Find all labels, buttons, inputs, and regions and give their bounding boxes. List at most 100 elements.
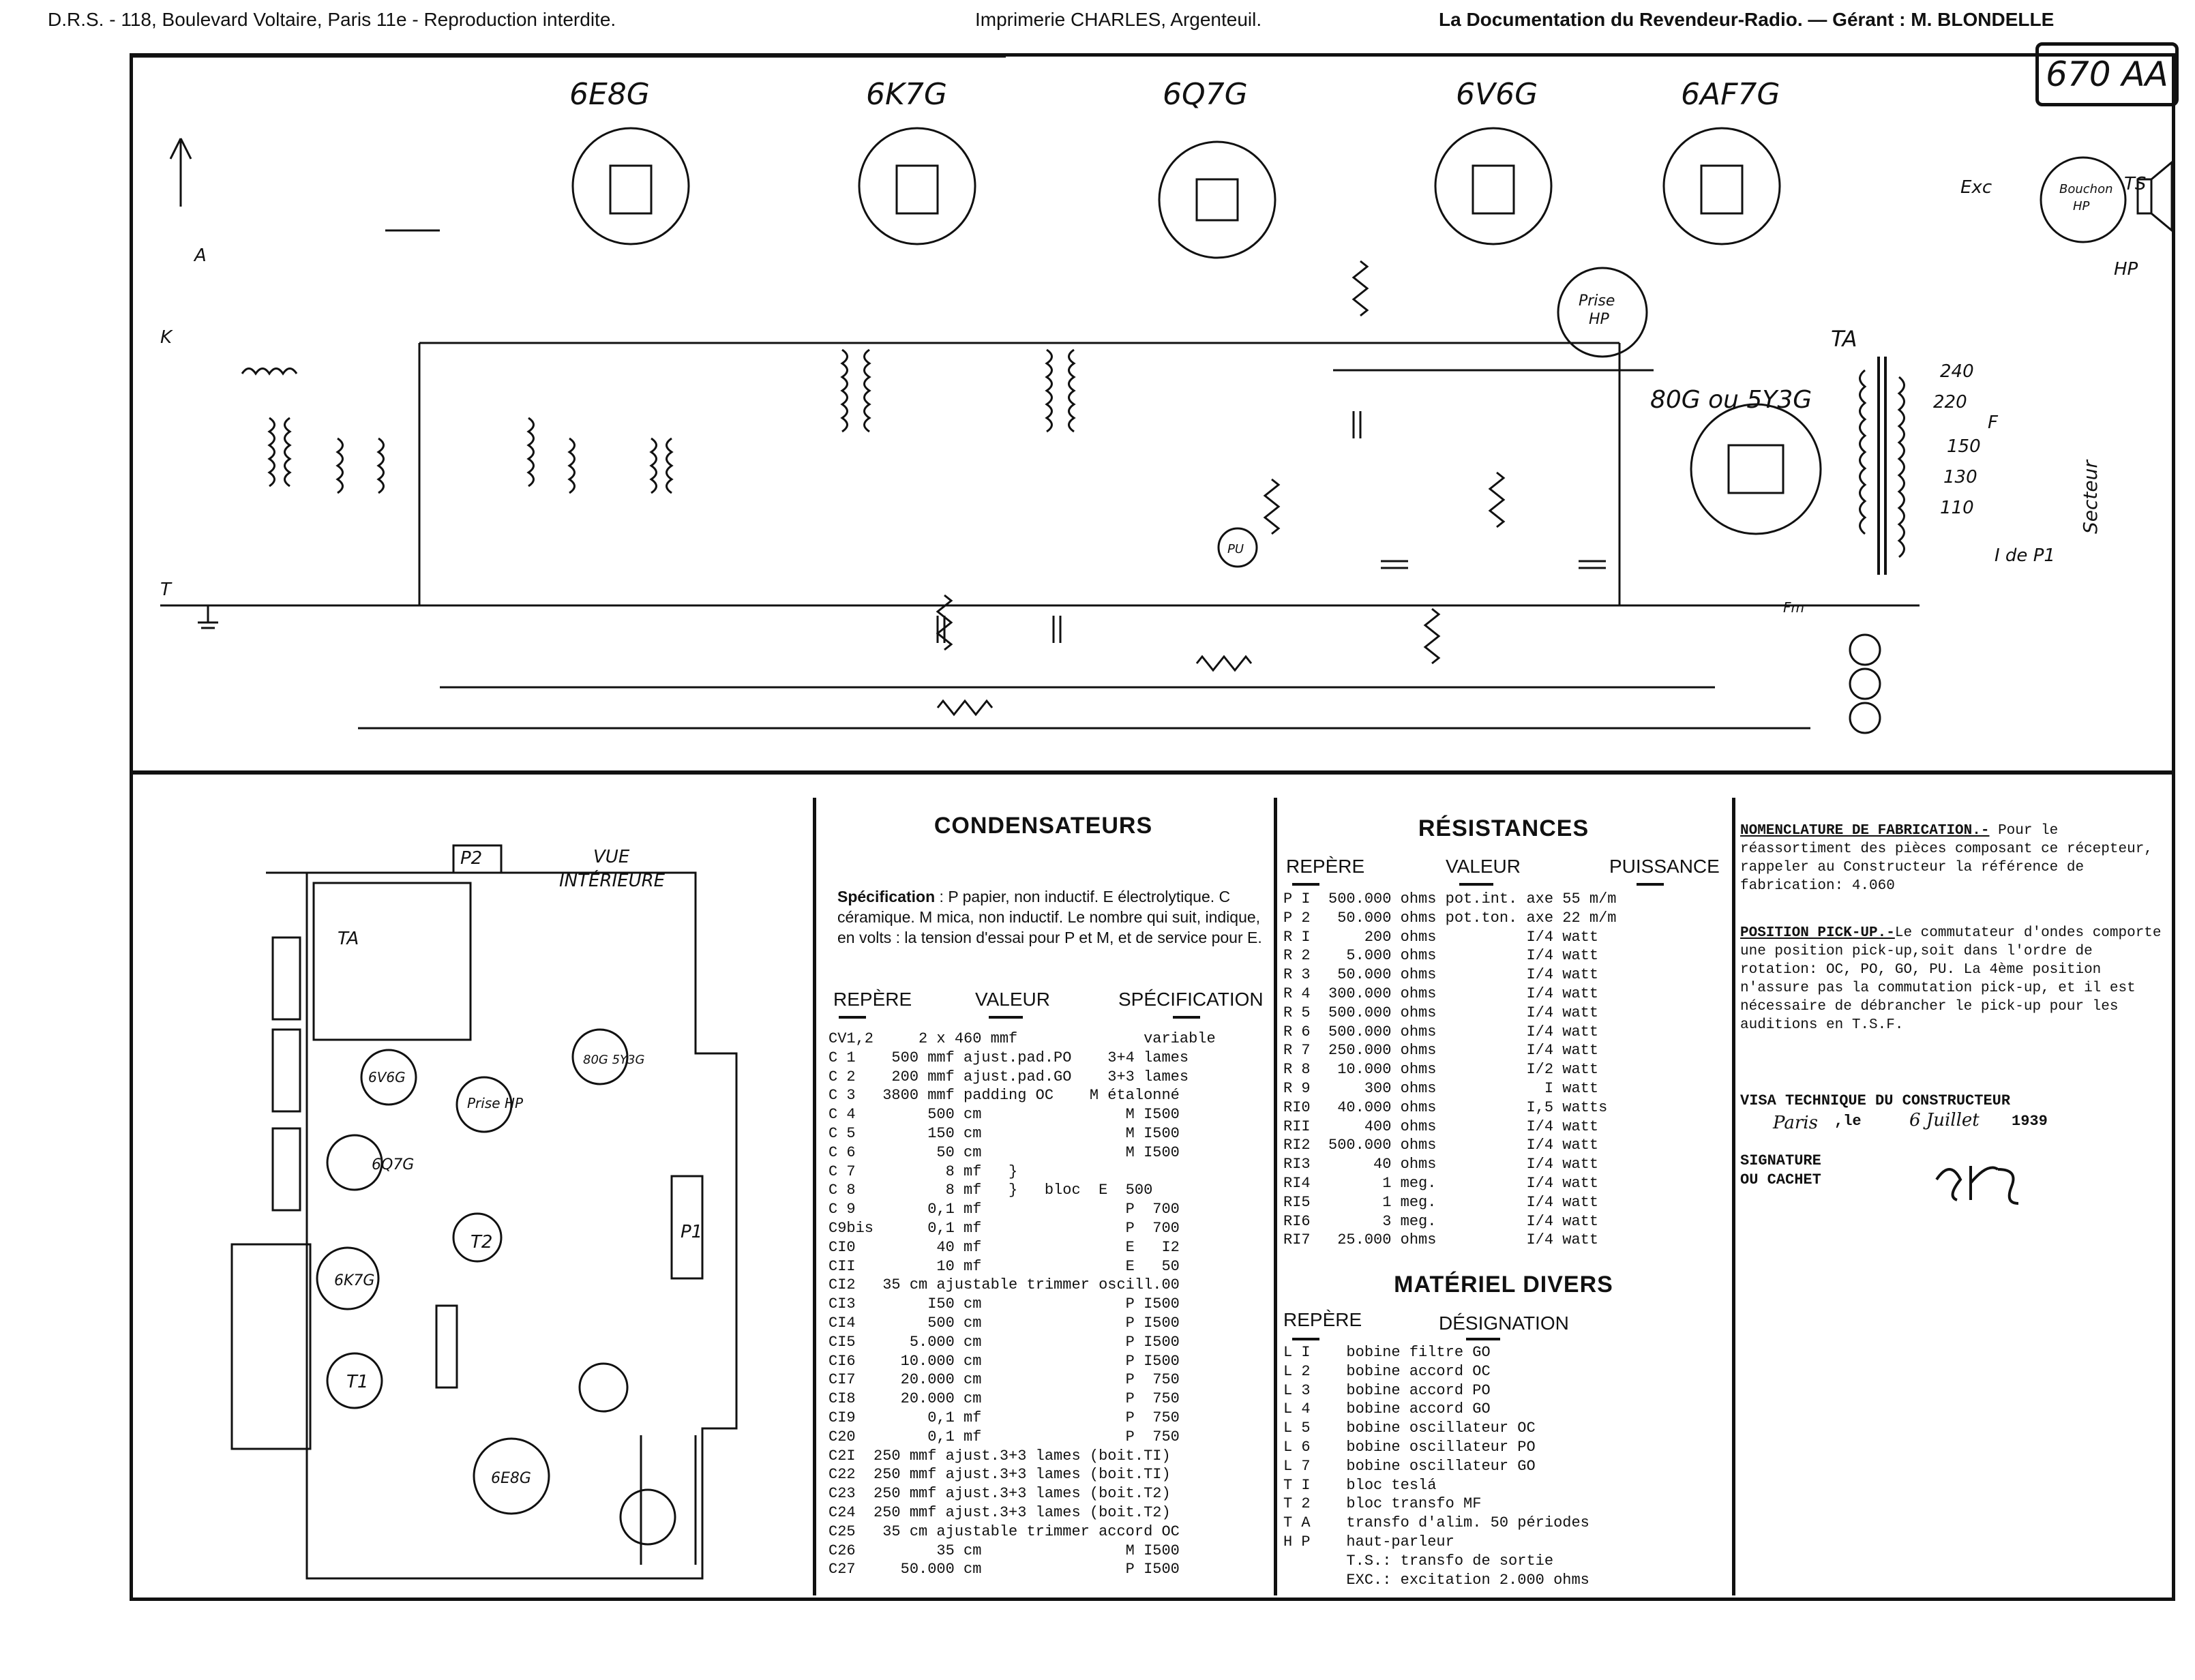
label-fm: Fm xyxy=(1783,599,1804,616)
label-130: 130 xyxy=(1943,467,1977,487)
materiel-row: H P haut-parleur xyxy=(1283,1533,1454,1550)
visa-place: Paris xyxy=(1773,1113,1818,1133)
materiel-row: L 3 bobine accord PO xyxy=(1283,1381,1491,1399)
page-frame xyxy=(130,53,2175,1601)
condensateur-row: C26 35 cm M I500 xyxy=(828,1542,1180,1559)
label-hp: HP xyxy=(2114,259,2138,280)
visa-technique: VISA TECHNIQUE DU CONSTRUCTEUR xyxy=(1740,1092,2011,1109)
materiel-row: T 2 bloc transfo MF xyxy=(1283,1495,1482,1513)
res-col-valeur: VALEUR xyxy=(1446,856,1521,877)
condensateur-row: CII 10 mf E 50 xyxy=(828,1257,1180,1275)
label-k: K xyxy=(160,327,173,348)
layout-label-p1: P1 xyxy=(681,1222,702,1242)
resistance-row: R 6 500.000 ohms I/4 watt xyxy=(1283,1023,1599,1040)
condensateur-row: CI3 I50 cm P I500 xyxy=(828,1295,1180,1313)
label-prise: Prise xyxy=(1579,292,1615,310)
cond-col-spec: SPÉCIFICATION xyxy=(1118,989,1264,1010)
resistance-row: RI3 40 ohms I/4 watt xyxy=(1283,1156,1599,1173)
label-exc: Exc xyxy=(1960,177,1992,198)
tube-6K7G-label: 6K7G xyxy=(866,77,947,112)
condensateur-row: C 6 50 cm M I500 xyxy=(828,1143,1180,1161)
materiel-row: L 5 bobine oscillateur OC xyxy=(1283,1420,1536,1437)
tube-6E8G-label: 6E8G xyxy=(569,77,650,112)
condensateur-row: C 7 8 mf } xyxy=(828,1162,1144,1180)
tick xyxy=(1459,883,1493,886)
header-publication: La Documentation du Revendeur-Radio. — G… xyxy=(1439,9,2055,30)
condensateur-row: C 5 150 cm M I500 xyxy=(828,1125,1180,1142)
materiel-row: L 6 bobine oscillateur PO xyxy=(1283,1439,1536,1456)
visa-year: 1939 xyxy=(2012,1113,2048,1130)
resistance-row: RI4 1 meg. I/4 watt xyxy=(1283,1175,1599,1192)
tick xyxy=(839,1016,866,1019)
condensateur-row: CI7 20.000 cm P 750 xyxy=(828,1371,1180,1389)
label-f: F xyxy=(1988,412,1999,433)
circuit-schematic: 6E8G 6K7G 6Q7G 6V6G 6AF7G 80G ou 5Y3G T … xyxy=(133,57,2172,734)
condensateur-row: C23 250 mmf ajust.3+3 lames (boit.T2) xyxy=(828,1485,1171,1503)
condensateur-row: CI6 10.000 cm P I500 xyxy=(828,1352,1180,1370)
condensateur-row: CI4 500 cm P I500 xyxy=(828,1315,1180,1332)
tick xyxy=(1173,1016,1200,1019)
resistance-row: RI6 3 meg. I/4 watt xyxy=(1283,1212,1599,1230)
pickup-title: POSITION PICK-UP.- xyxy=(1740,925,1895,941)
label-150: 150 xyxy=(1947,436,1981,457)
visa-date: 6 Juillet xyxy=(1909,1110,1980,1130)
label-220: 220 xyxy=(1933,392,1967,412)
materiel-row: L 4 bobine accord GO xyxy=(1283,1400,1491,1418)
condensateur-row: C9bis 0,1 mf P 700 xyxy=(828,1220,1180,1237)
label-240: 240 xyxy=(1940,361,1974,382)
nomenclature-note: NOMENCLATURE DE FABRICATION.- Pour le ré… xyxy=(1740,822,2177,895)
label-ta: TA xyxy=(1831,326,1857,352)
tick xyxy=(1292,883,1319,886)
condensateur-row: C2I 250 mmf ajust.3+3 lames (boit.TI) xyxy=(828,1447,1171,1465)
condensateur-row: CI2 35 cm ajustable trimmer oscill.00 xyxy=(828,1276,1180,1294)
layout-label-p2: P2 xyxy=(460,848,482,869)
condensateur-row: C 9 0,1 mf P 700 xyxy=(828,1201,1180,1218)
condensateur-row: CI0 40 mf E I2 xyxy=(828,1238,1180,1256)
materiel-row: EXC.: excitation 2.000 ohms xyxy=(1283,1571,1589,1589)
condensateur-row: C 8 8 mf } bloc E 500 xyxy=(828,1182,1153,1199)
condensateur-row: C 3 3800 mmf padding OC M étalonné xyxy=(828,1087,1180,1105)
header-printer: Imprimerie CHARLES, Argenteuil. xyxy=(975,9,1262,30)
resistance-row: RI2 500.000 ohms I/4 watt xyxy=(1283,1137,1599,1154)
condensateur-row: C24 250 mmf ajust.3+3 lames (boit.T2) xyxy=(828,1504,1171,1521)
header-left: D.R.S. - 118, Boulevard Voltaire, Paris … xyxy=(48,9,616,30)
layout-label-6e8g: 6E8G xyxy=(491,1470,531,1487)
condensateur-row: C 2 200 mmf ajust.pad.GO 3+3 lames xyxy=(828,1068,1189,1085)
tick xyxy=(1292,1338,1319,1340)
layout-label-6k7g: 6K7G xyxy=(334,1272,374,1289)
tick xyxy=(1466,1338,1500,1340)
interior-layout-view: VUE INTÉRIEURE P2 TA P1 T2 T1 6K7G 6E8G … xyxy=(230,844,738,1580)
cachet-label: OU CACHET xyxy=(1740,1171,1821,1188)
materiel-row: L I bobine filtre GO xyxy=(1283,1344,1491,1361)
materiel-row: T A transfo d'alim. 50 périodes xyxy=(1283,1514,1589,1532)
res-col-puissance: PUISSANCE xyxy=(1609,856,1720,877)
divider-2 xyxy=(1274,798,1277,1595)
visa-le: ,le xyxy=(1834,1113,1862,1130)
tube-6Q7G-label: 6Q7G xyxy=(1163,77,1248,112)
label-a: A xyxy=(193,245,207,266)
layout-label-6v6g: 6V6G xyxy=(368,1069,406,1085)
condensateur-row: C 4 500 cm M I500 xyxy=(828,1106,1180,1124)
nomenclature-text: Pour le réassortiment des pièces composa… xyxy=(1740,823,2153,894)
condensateur-row: CI9 0,1 mf P 750 xyxy=(828,1409,1180,1426)
condensateur-row: CI8 20.000 cm P 750 xyxy=(828,1390,1180,1408)
label-pickup: PU xyxy=(1227,542,1244,556)
cond-col-valeur: VALEUR xyxy=(975,989,1050,1010)
label-prise-hp: HP xyxy=(1589,311,1610,328)
label-secteur: Secteur xyxy=(2079,460,2102,534)
condensateur-row: C 1 500 mmf ajust.pad.PO 3+4 lames xyxy=(828,1049,1189,1066)
layout-label-t2: T2 xyxy=(471,1232,492,1252)
label-ts: TS xyxy=(2124,174,2146,194)
mat-col-repere: REPÈRE xyxy=(1283,1309,1362,1330)
condensateur-row: C22 250 mmf ajust.3+3 lames (boit.TI) xyxy=(828,1466,1171,1484)
layout-label-t1: T1 xyxy=(346,1372,368,1392)
pickup-text: Le commutateur d'ondes comporte une posi… xyxy=(1740,925,2162,1033)
resistance-row: P 2 50.000 ohms pot.ton. axe 22 m/m xyxy=(1283,909,1617,927)
label-bouchon-hp: HP xyxy=(2073,199,2090,213)
condensateur-row: CV1,2 2 x 460 mmf variable xyxy=(828,1030,1216,1047)
resistance-row: RI0 40.000 ohms I,5 watts xyxy=(1283,1098,1608,1116)
layout-title-vue: VUE xyxy=(593,847,630,867)
condensateur-row: CI5 5.000 cm P I500 xyxy=(828,1333,1180,1351)
resistance-row: R 3 50.000 ohms I/4 watt xyxy=(1283,966,1599,984)
tube-6V6G-label: 6V6G xyxy=(1456,77,1538,112)
